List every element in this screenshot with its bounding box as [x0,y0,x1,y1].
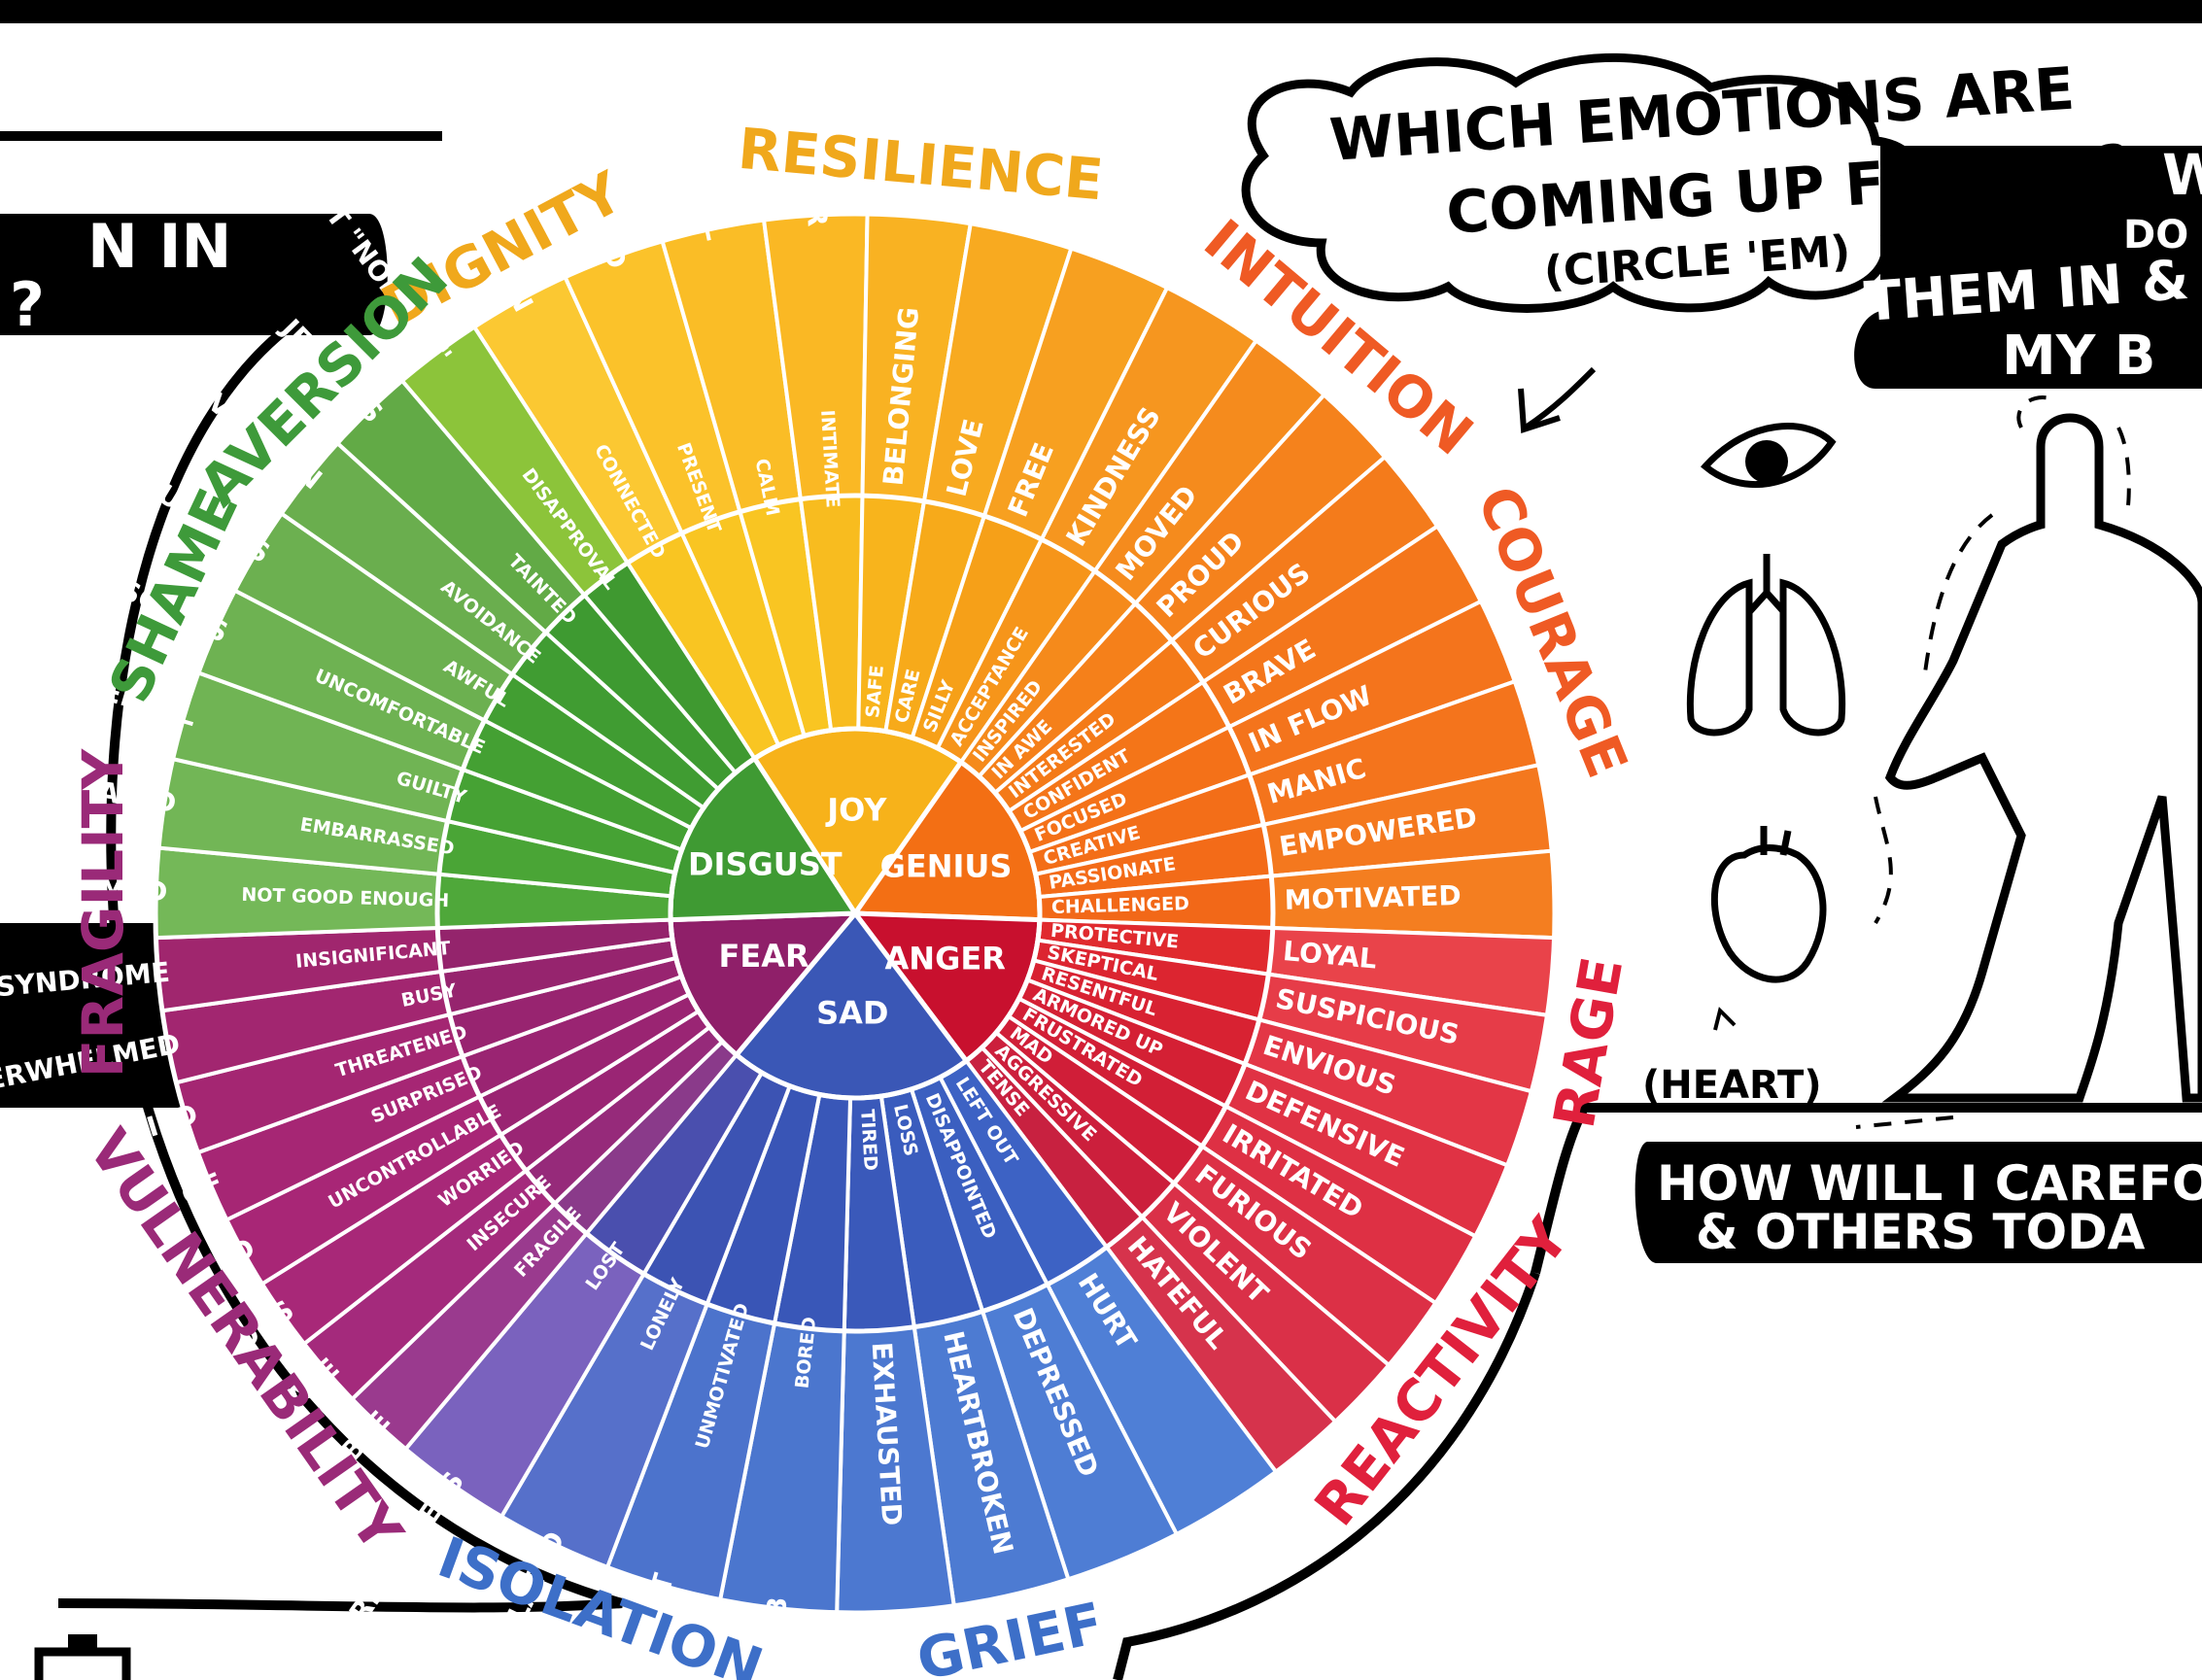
right-banner-line-3: MY B [2002,325,2155,388]
outer-slice-label: GRATEFUL [669,83,732,243]
middle-slice-label: TIRED [856,1109,881,1172]
lungs-icon [1686,554,1846,737]
left-outline-curve [57,306,624,1613]
outer-slice-label: TENDER [795,104,834,227]
right-banner-fragment-a: W [2162,142,2202,208]
ring-border [153,211,1558,1616]
heart-label: (HEART) [1642,1063,1822,1108]
bottom-banner [1634,1142,2202,1263]
outer-slice-label: MOTIVATED [1284,879,1462,916]
outer-slice-label: ASHAMED [15,872,168,909]
right-outline-line [1531,1103,2202,1275]
core-label: FEAR [719,938,809,975]
core-label: ANGER [885,940,1006,977]
bottom-outline-curve [1113,1271,1540,1680]
bottom-banner-line-2: & OTHERS TODA [1696,1204,2146,1260]
bottom-banner-line-1: HOW WILL I CAREFO [1657,1155,2202,1212]
left-banner-text-1: N IN [87,211,231,282]
ring-border [434,493,1276,1334]
middle-slice-label: SAFE [862,665,888,719]
core-label: DISGUST [688,846,843,883]
arrow-icon [1518,388,1561,434]
arrow-shaft [1524,366,1597,430]
body-outline-figure [1855,395,2202,1129]
right-banner-top [1854,146,2202,389]
core-label: JOY [825,792,887,829]
left-banner-text-2: ? [10,269,45,340]
left-banner-top [0,214,388,335]
ring-label: FRAGILITY [70,748,136,1078]
tap-icon [34,1634,131,1680]
right-banner-fragment-b: DO [2123,213,2188,257]
top-border [0,0,2202,23]
middle-slice-label: CHALLENGED [1051,893,1190,918]
ring-label: RESILIENCE [736,116,1106,214]
heart-anatomy-icon [1710,826,1827,1031]
core-label: GENIUS [880,847,1013,884]
core-label: SAD [816,994,888,1031]
eye-icon [1700,423,1837,489]
ring-border [668,726,1043,1101]
